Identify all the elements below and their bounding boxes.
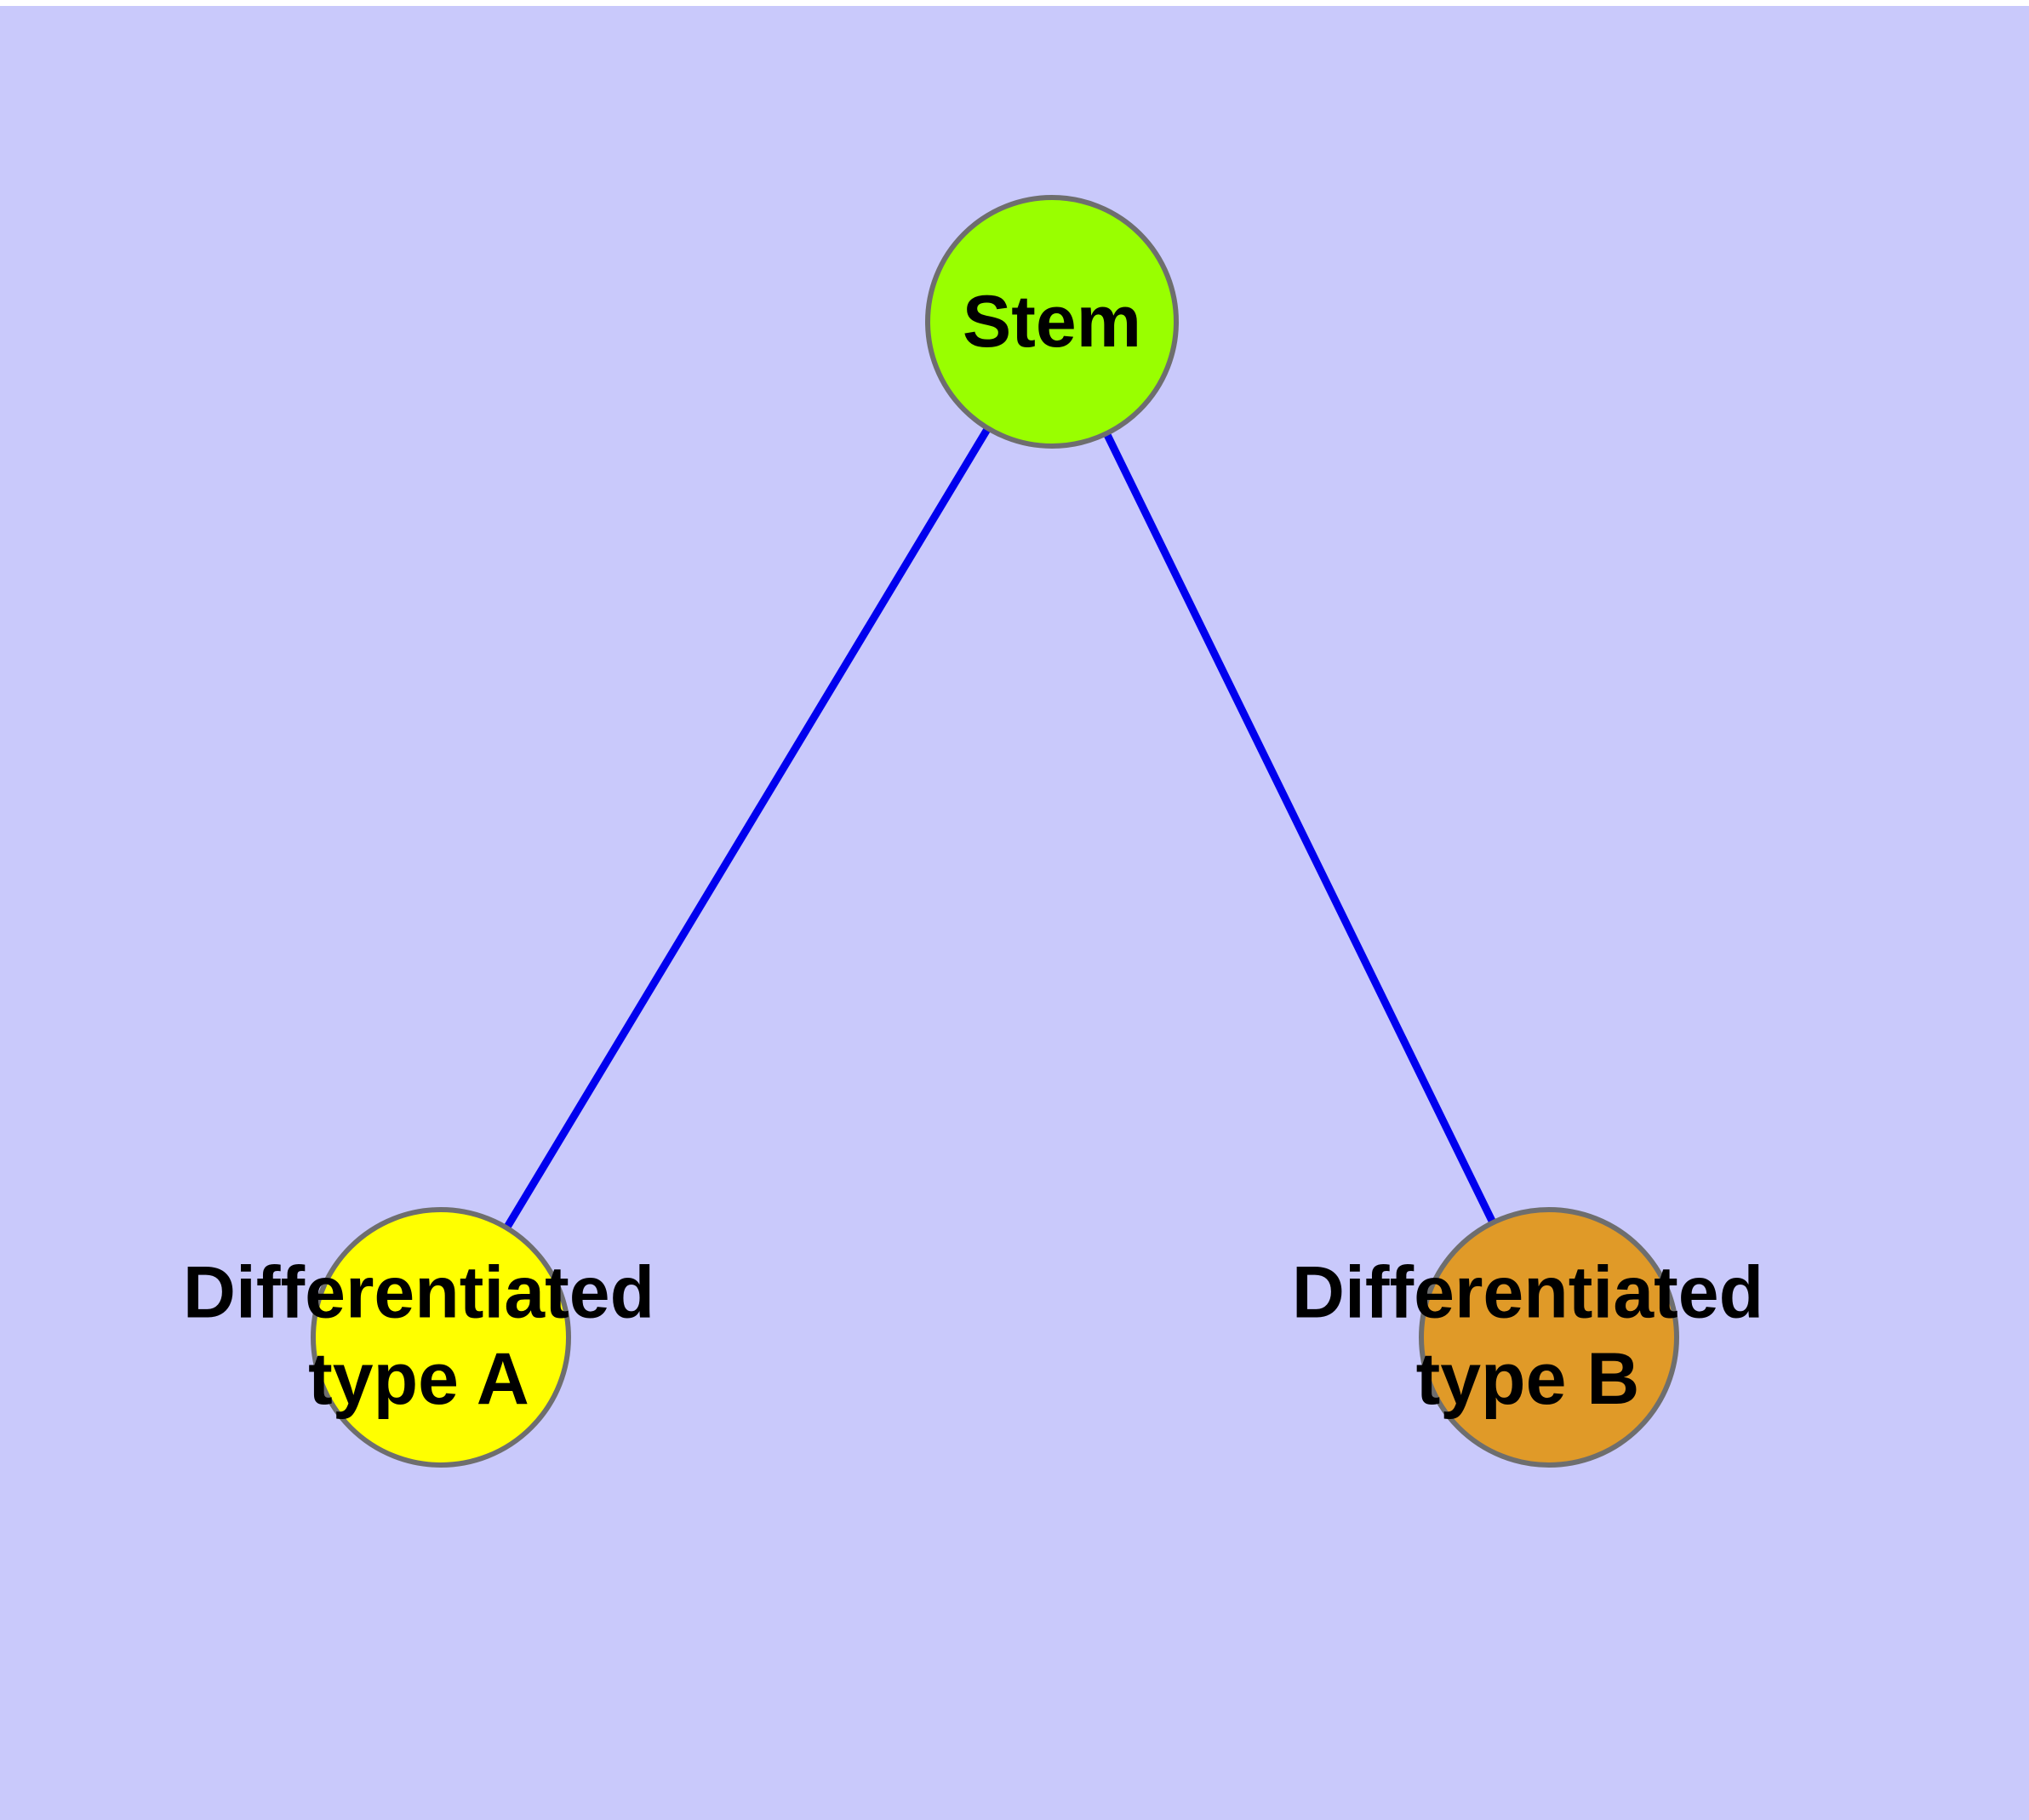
- node-label-stem: Stem: [963, 281, 1141, 363]
- node-label-line: Differentiated: [1292, 1252, 1763, 1334]
- edge-stem-to-differentiated-type-a[interactable]: [437, 319, 1055, 1340]
- node-label-line: Stem: [963, 281, 1141, 363]
- node-stem[interactable]: [925, 195, 1179, 449]
- node-differentiated-type-b[interactable]: [1419, 1207, 1679, 1468]
- node-layer: [311, 195, 1679, 1468]
- node-label-line: type B: [1416, 1338, 1640, 1420]
- edge-stem-to-differentiated-type-b[interactable]: [1048, 320, 1553, 1339]
- node-differentiated-type-a[interactable]: [311, 1207, 571, 1468]
- node-label-line: Differentiated: [183, 1252, 654, 1334]
- edge-layer: [437, 319, 1553, 1340]
- node-label-line: type A: [308, 1338, 529, 1420]
